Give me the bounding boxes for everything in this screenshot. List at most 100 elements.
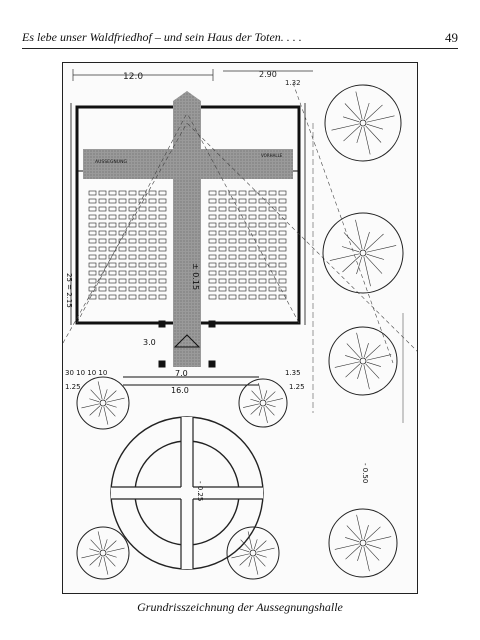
dim-porch-width: 7.0 — [175, 369, 188, 378]
seat — [258, 262, 267, 268]
seat — [278, 286, 287, 292]
seat — [128, 214, 137, 220]
seat — [248, 198, 257, 204]
seat — [108, 286, 117, 292]
seat — [228, 230, 237, 236]
seat — [88, 238, 97, 244]
seat — [248, 294, 257, 300]
seat — [88, 230, 97, 236]
seat — [228, 254, 237, 260]
seat — [268, 214, 277, 220]
seat — [218, 230, 227, 236]
dashed-sight-lines — [63, 82, 417, 364]
page-number: 49 — [445, 30, 458, 45]
seat — [158, 214, 167, 220]
seat — [148, 222, 157, 228]
seat — [138, 222, 147, 228]
dim-circle-level: - 0.25 — [196, 481, 204, 501]
seat — [98, 262, 107, 268]
seat — [238, 222, 247, 228]
seat — [148, 190, 157, 196]
seat — [88, 294, 97, 300]
seat — [218, 270, 227, 276]
seat — [148, 246, 157, 252]
tree — [324, 84, 402, 162]
floor-plan-figure: 12.0 2.90 1.32 AUSSEGNUNG VORHALLE ± 0.1… — [62, 62, 418, 594]
running-title: Es lebe unser Waldfriedhof – und sein Ha… — [22, 30, 302, 44]
seat — [158, 246, 167, 252]
seat — [148, 262, 157, 268]
seat — [118, 238, 127, 244]
seat — [98, 222, 107, 228]
seat — [238, 238, 247, 244]
seat — [278, 230, 287, 236]
seat — [118, 190, 127, 196]
seat — [208, 190, 217, 196]
seat — [258, 254, 267, 260]
seat — [258, 206, 267, 212]
seat — [148, 254, 157, 260]
seat — [108, 262, 117, 268]
seat — [248, 286, 257, 292]
seat — [248, 262, 257, 268]
seat — [238, 254, 247, 260]
seat — [258, 278, 267, 284]
seat — [208, 198, 217, 204]
seat — [118, 214, 127, 220]
seat — [218, 206, 227, 212]
seat — [258, 270, 267, 276]
vestibule-label: VORHALLE — [261, 153, 283, 158]
seat — [238, 190, 247, 196]
tree — [226, 526, 280, 580]
seat — [148, 214, 157, 220]
seat — [258, 246, 267, 252]
seat — [268, 278, 277, 284]
dim-porch-depth: 3.0 — [143, 338, 156, 347]
dim-small: 30 10 10 10 — [65, 369, 107, 377]
seat — [268, 270, 277, 276]
seat — [268, 190, 277, 196]
seat — [98, 190, 107, 196]
tree — [238, 378, 288, 428]
seat — [88, 206, 97, 212]
seat — [148, 206, 157, 212]
seat — [278, 214, 287, 220]
seat — [118, 270, 127, 276]
seat — [218, 278, 227, 284]
seat — [158, 222, 167, 228]
seat — [138, 294, 147, 300]
seat — [278, 238, 287, 244]
seat — [238, 230, 247, 236]
seat — [118, 286, 127, 292]
side-path — [312, 123, 404, 423]
seat — [248, 278, 257, 284]
seat — [228, 262, 237, 268]
seat — [158, 230, 167, 236]
seat — [138, 214, 147, 220]
seat — [238, 206, 247, 212]
seat — [268, 254, 277, 260]
seat — [258, 286, 267, 292]
dim-aisle-level: ± 0.15 — [191, 263, 200, 290]
seat — [128, 238, 137, 244]
seat — [238, 278, 247, 284]
seat — [278, 262, 287, 268]
dim-base-width: 16.0 — [171, 386, 189, 395]
seat — [128, 294, 137, 300]
seat — [158, 190, 167, 196]
seat — [218, 222, 227, 228]
seat — [118, 254, 127, 260]
seat — [118, 294, 127, 300]
hatched-central-aisle — [83, 91, 293, 367]
seat — [138, 254, 147, 260]
tree — [328, 326, 398, 396]
seat — [88, 254, 97, 260]
header-rule — [22, 48, 458, 49]
seat — [98, 294, 107, 300]
seat — [268, 206, 277, 212]
seat — [148, 278, 157, 284]
seat — [278, 198, 287, 204]
seat — [248, 238, 257, 244]
seat — [98, 230, 107, 236]
seat — [208, 262, 217, 268]
